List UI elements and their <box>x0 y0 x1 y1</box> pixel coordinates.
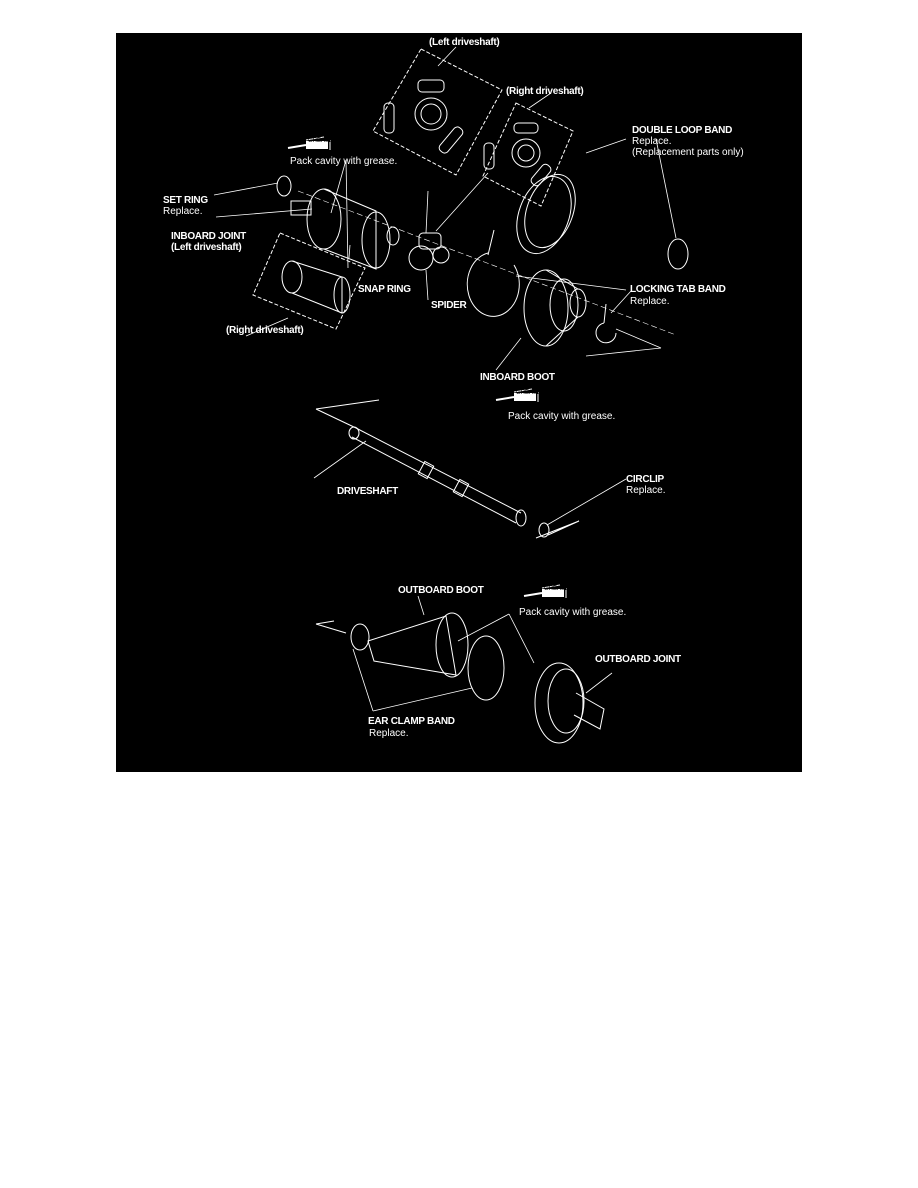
grease-gun-icon <box>287 136 331 150</box>
grease-icon-text: GREASE <box>516 390 542 396</box>
grease-instruction-inboard-joint: Pack cavity with grease. <box>290 156 398 167</box>
grease-gun-icon <box>495 388 539 402</box>
right-spider-part <box>483 122 552 187</box>
grease-gun-icon <box>523 584 567 598</box>
label-double-loop-band-note: Replace. <box>632 136 672 147</box>
snap-ring-part <box>386 226 400 246</box>
grease-icon-text: GREASE <box>544 586 570 592</box>
outboard-boot-part <box>367 612 469 678</box>
small-double-loop-band-part <box>667 238 689 270</box>
label-right-driveshaft: (Right driveshaft) <box>226 325 304 336</box>
spider-part <box>408 232 450 271</box>
circlip-part <box>538 522 550 538</box>
left-spider-part <box>383 79 464 154</box>
label-outboard-joint: OUTBOARD JOINT <box>595 654 681 665</box>
right-inboard-joint-part <box>281 260 351 314</box>
exploded-driveshaft-diagram: (Left driveshaft) (Right driveshaft) DOU… <box>116 33 802 772</box>
grease-instruction-inboard-boot: Pack cavity with grease. <box>508 411 616 422</box>
label-snap-ring: SNAP RING <box>358 284 411 295</box>
driveshaft-part <box>348 426 527 527</box>
outboard-joint-part <box>534 662 605 744</box>
label-circlip-note: Replace. <box>626 485 666 496</box>
ear-clamp-band-large-part <box>467 635 505 701</box>
label-set-ring-note: Replace. <box>163 206 203 217</box>
double-loop-band-part <box>516 175 572 255</box>
label-ear-clamp-band-note: Replace. <box>369 728 409 739</box>
label-ear-clamp-band: EAR CLAMP BAND <box>368 716 455 727</box>
diagram-artwork <box>213 46 689 744</box>
label-double-loop-band: DOUBLE LOOP BAND <box>632 125 733 136</box>
label-left-driveshaft-inset: (Left driveshaft) <box>429 37 500 48</box>
right-joint-inset-box <box>252 232 366 330</box>
ear-clamp-band-small-part <box>350 623 370 651</box>
right-spider-inset-box <box>482 102 574 207</box>
left-spider-inset-box <box>372 48 503 176</box>
leader-lines <box>213 46 677 712</box>
label-double-loop-band-note2: (Replacement parts only) <box>632 147 744 158</box>
set-ring-part <box>276 175 292 197</box>
label-right-driveshaft-inset: (Right driveshaft) <box>506 86 584 97</box>
grease-icon-text: GREASE <box>308 138 334 144</box>
label-locking-tab-band-note: Replace. <box>630 296 670 307</box>
label-locking-tab-band: LOCKING TAB BAND <box>630 284 726 295</box>
label-set-ring: SET RING <box>163 195 208 206</box>
label-inboard-joint-note: (Left driveshaft) <box>171 242 242 253</box>
locking-tab-band-part <box>466 229 520 317</box>
label-driveshaft: DRIVESHAFT <box>337 486 398 497</box>
inboard-boot-part <box>523 269 587 347</box>
label-outboard-boot: OUTBOARD BOOT <box>398 585 484 596</box>
inboard-joint-part <box>290 188 391 270</box>
small-locking-tab-band-part <box>595 303 617 344</box>
label-spider: SPIDER <box>431 300 467 311</box>
label-circlip: CIRCLIP <box>626 474 664 485</box>
label-inboard-boot: INBOARD BOOT <box>480 372 555 383</box>
label-inboard-joint: INBOARD JOINT <box>171 231 246 242</box>
grease-instruction-outboard: Pack cavity with grease. <box>519 607 627 618</box>
